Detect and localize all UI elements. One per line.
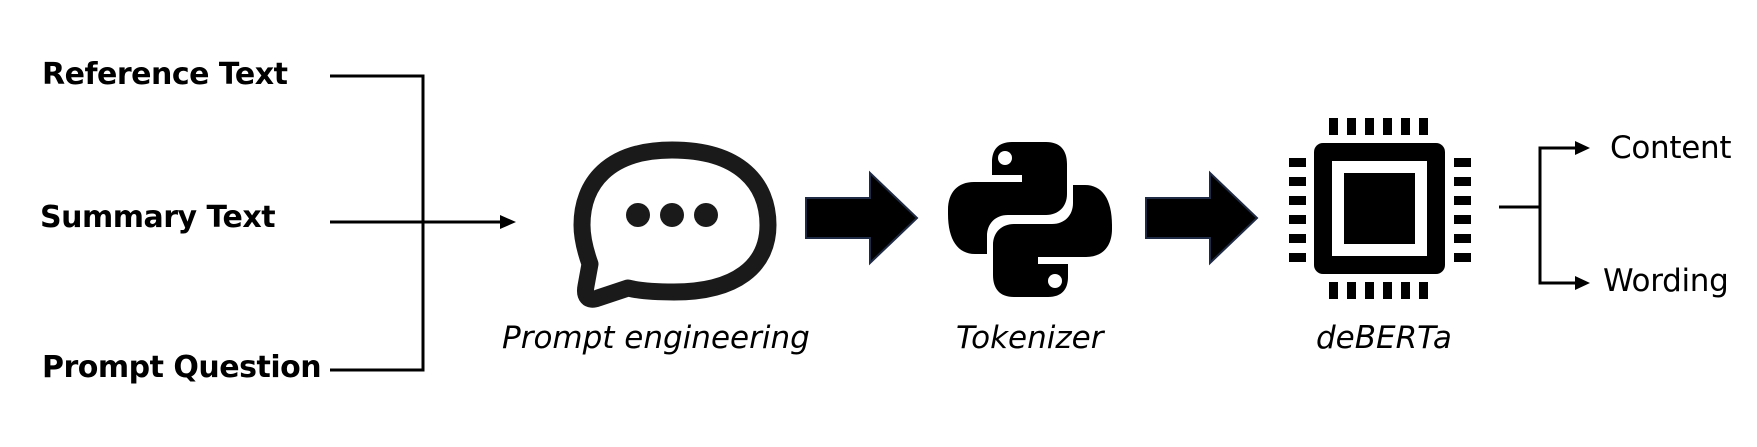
reference-text-label: Reference Text [42, 57, 288, 92]
prompt-question-label: Prompt Question [42, 350, 322, 385]
output-split-connector [1499, 146, 1576, 285]
chip-pins-top [1329, 118, 1428, 135]
chip-pins-left [1289, 158, 1306, 262]
chat-dot-icon [694, 203, 718, 227]
content-arrowhead [1575, 141, 1590, 155]
flow-arrow-1 [805, 170, 919, 266]
chat-dot-icon [660, 203, 684, 227]
tokenizer-label: Tokenizer [956, 320, 1104, 356]
wording-arrowhead [1575, 276, 1590, 290]
chip-pins-right [1454, 158, 1471, 262]
chip-pins-bottom [1329, 282, 1428, 299]
prompt-engineering-label: Prompt engineering [502, 320, 810, 356]
chat-bubble-icon [573, 141, 777, 308]
input-merge-connector [330, 74, 500, 372]
python-logo-icon [948, 142, 1112, 297]
cpu-chip-icon [1289, 118, 1471, 299]
wording-output-label: Wording [1603, 263, 1729, 299]
flow-arrow-2 [1145, 170, 1259, 266]
summary-text-label: Summary Text [40, 200, 276, 235]
merge-arrowhead [500, 215, 516, 229]
content-output-label: Content [1610, 130, 1732, 166]
chat-dot-icon [626, 203, 650, 227]
deberta-label: deBERTa [1316, 320, 1452, 356]
chip-core [1344, 173, 1415, 244]
